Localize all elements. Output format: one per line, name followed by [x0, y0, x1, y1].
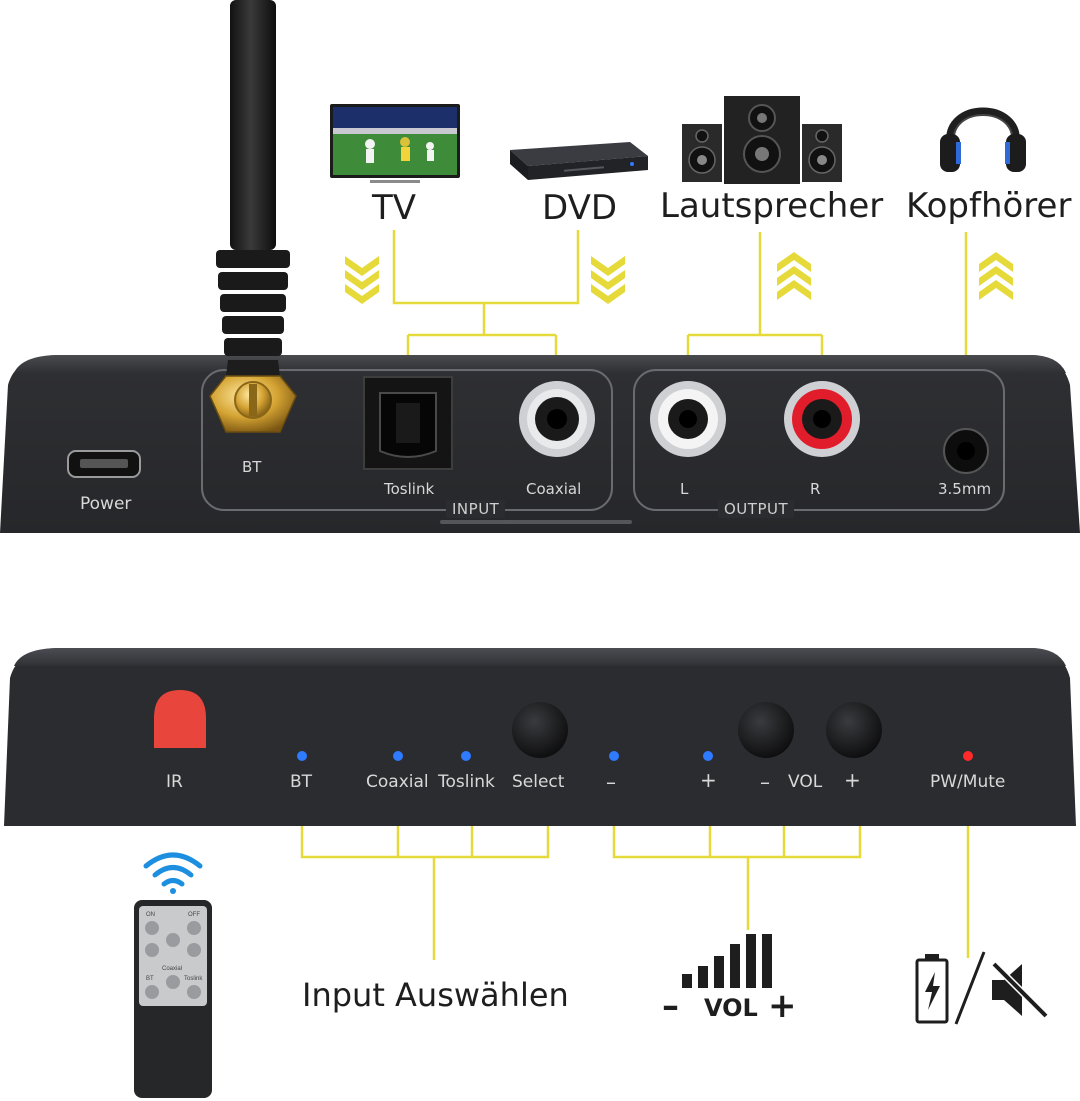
coaxial-led-label: Coaxial [366, 772, 429, 792]
remote-control: ON OFF BT Coaxial Toslink [134, 900, 212, 1098]
right-port-label: R [810, 480, 821, 498]
separator-slash-icon [954, 951, 986, 1025]
bt-port-label: BT [242, 458, 262, 476]
ir-label: IR [166, 772, 183, 792]
toslink-port-label: Toslink [384, 480, 435, 498]
toslink-led-label: Toslink [438, 772, 495, 792]
remote-coaxial-label: Coaxial [162, 966, 183, 972]
dvd-label: DVD [542, 188, 618, 228]
input-select-label: Input Auswählen [302, 976, 569, 1014]
pw-mute-label: PW/Mute [930, 772, 1006, 792]
remote-buttons [145, 921, 201, 999]
battery-icon [915, 954, 949, 1024]
bottom-vol-minus-label: – [662, 986, 679, 1026]
volume-bars-icon [682, 934, 772, 988]
rear-panel [0, 355, 1080, 533]
bottom-vol-label: VOL [704, 994, 758, 1022]
speaker-label: Lautsprecher [660, 186, 884, 226]
jack-port-label: 3.5mm [938, 480, 992, 498]
power-port-label: Power [80, 494, 132, 514]
bt-led-label: BT [290, 772, 313, 792]
wifi-signal-icon [143, 852, 203, 894]
output-group-label: OUTPUT [718, 500, 795, 518]
vol-plus-button-label: + [844, 768, 861, 792]
minus-led-label: – [606, 770, 616, 794]
headphones-label: Kopfhörer [906, 186, 1072, 226]
speakers-image [682, 96, 842, 184]
left-port-label: L [680, 480, 689, 498]
tv-label: TV [372, 188, 417, 228]
input-group-label: INPUT [446, 500, 506, 518]
remote-on-label: ON [146, 912, 155, 918]
coaxial-port-label: Coaxial [526, 480, 582, 498]
tv-image [330, 104, 460, 183]
remote-off-label: OFF [188, 912, 200, 918]
plus-led-label: + [700, 768, 717, 792]
dvd-player-image [510, 142, 648, 180]
remote-toslink-label: Toslink [184, 976, 203, 982]
select-button-label: Select [512, 772, 565, 792]
vol-minus-button-label: – [760, 770, 770, 794]
bt-antenna [209, 0, 297, 433]
speaker-mute-icon [991, 961, 1049, 1019]
vol-label: VOL [788, 772, 823, 792]
front-panel [4, 648, 1076, 826]
bottom-vol-plus-label: + [768, 986, 797, 1026]
remote-bt-label: BT [146, 976, 154, 982]
headphones-image [940, 107, 1026, 172]
